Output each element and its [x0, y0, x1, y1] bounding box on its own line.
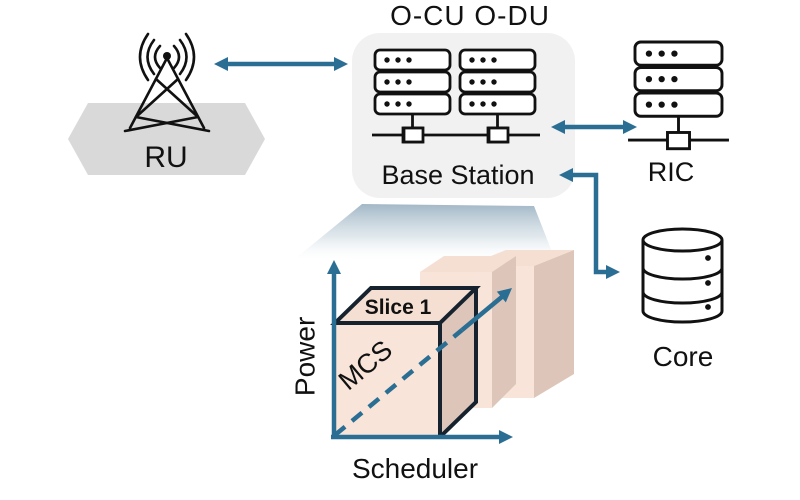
bs-core-link-arrow: [559, 168, 620, 279]
ocu-odu-title: O-CU O-DU: [390, 0, 550, 31]
ric-label: RIC: [647, 157, 695, 187]
power-axis-arrow: [327, 260, 341, 437]
ric-server-icon: [628, 40, 729, 151]
zoom-beam: [296, 204, 556, 262]
core-database-icon: [641, 227, 724, 324]
base-station-label: Base Station: [381, 160, 535, 190]
cell-tower-icon: [123, 32, 211, 133]
network-node: [487, 126, 510, 144]
scheduler-axis-label: Scheduler: [351, 453, 479, 484]
slice-1-label: Slice 1: [364, 296, 432, 319]
ru-label: RU: [144, 141, 188, 174]
bs-ric-link-arrow: [551, 120, 637, 134]
power-axis-label: Power: [289, 316, 321, 397]
network-node: [402, 126, 425, 144]
scheduler-axis-arrow: [331, 430, 513, 444]
core-label: Core: [652, 341, 714, 372]
ru-bs-link-arrow: [214, 57, 348, 71]
mcs-axis-arrow: [333, 288, 512, 437]
ru-hexagon: [68, 103, 265, 175]
